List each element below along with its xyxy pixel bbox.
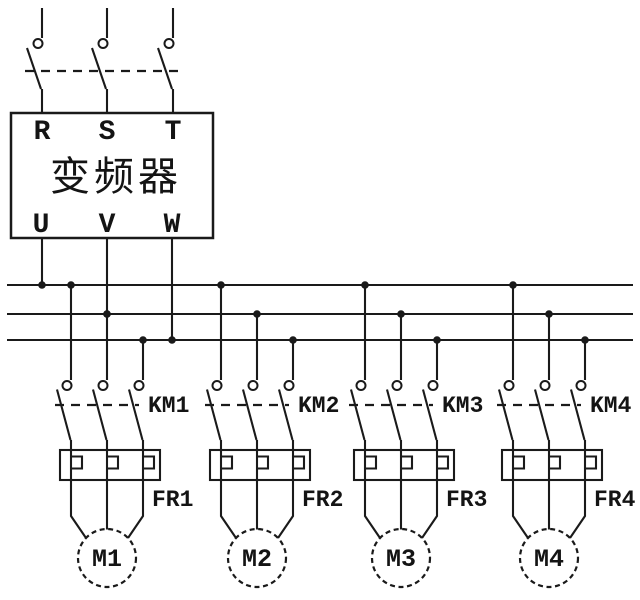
thermal-relay-fr4-label: FR4	[594, 487, 636, 513]
thermal-relay-fr1-label: FR1	[152, 487, 193, 513]
inverter-label: 变频器	[50, 154, 182, 200]
motor-m1-label: M1	[92, 545, 122, 574]
branch-labels: KM1 KM2 KM3 KM4 FR1 FR2 FR3 FR4 M1 M2 M3…	[92, 393, 636, 574]
motor-m3-label: M3	[386, 545, 416, 574]
contactor-km3-label: KM3	[442, 393, 483, 419]
main-breaker	[25, 6, 181, 116]
thermal-relay-fr2-label: FR2	[302, 487, 343, 513]
inverter-box	[9, 111, 215, 240]
motor-m2-label: M2	[242, 545, 272, 574]
inverter-output-leads	[38, 238, 176, 344]
branch-4-circuit	[495, 280, 604, 589]
phase-buses	[7, 283, 633, 342]
inverter: R S T 变频器 U V W	[9, 111, 215, 241]
contactor-km1-label: KM1	[148, 393, 189, 419]
branch-2-circuit	[203, 280, 312, 589]
motor-m4-label: M4	[534, 545, 564, 574]
terminal-w-label: W	[164, 210, 181, 241]
terminal-t-label: T	[165, 117, 182, 148]
breaker-pole-1	[25, 6, 44, 116]
terminal-v-label: V	[99, 210, 116, 241]
terminal-s-label: S	[99, 117, 116, 148]
breaker-pole-3	[156, 6, 175, 116]
terminal-r-label: R	[34, 117, 51, 148]
branch-3-circuit	[347, 280, 456, 589]
contactor-km4-label: KM4	[590, 393, 632, 419]
thermal-relay-fr3-label: FR3	[446, 487, 487, 513]
terminal-u-label: U	[33, 210, 50, 241]
contactor-km2-label: KM2	[298, 393, 339, 419]
breaker-pole-2	[90, 6, 109, 116]
branch-1-circuit	[53, 280, 162, 589]
